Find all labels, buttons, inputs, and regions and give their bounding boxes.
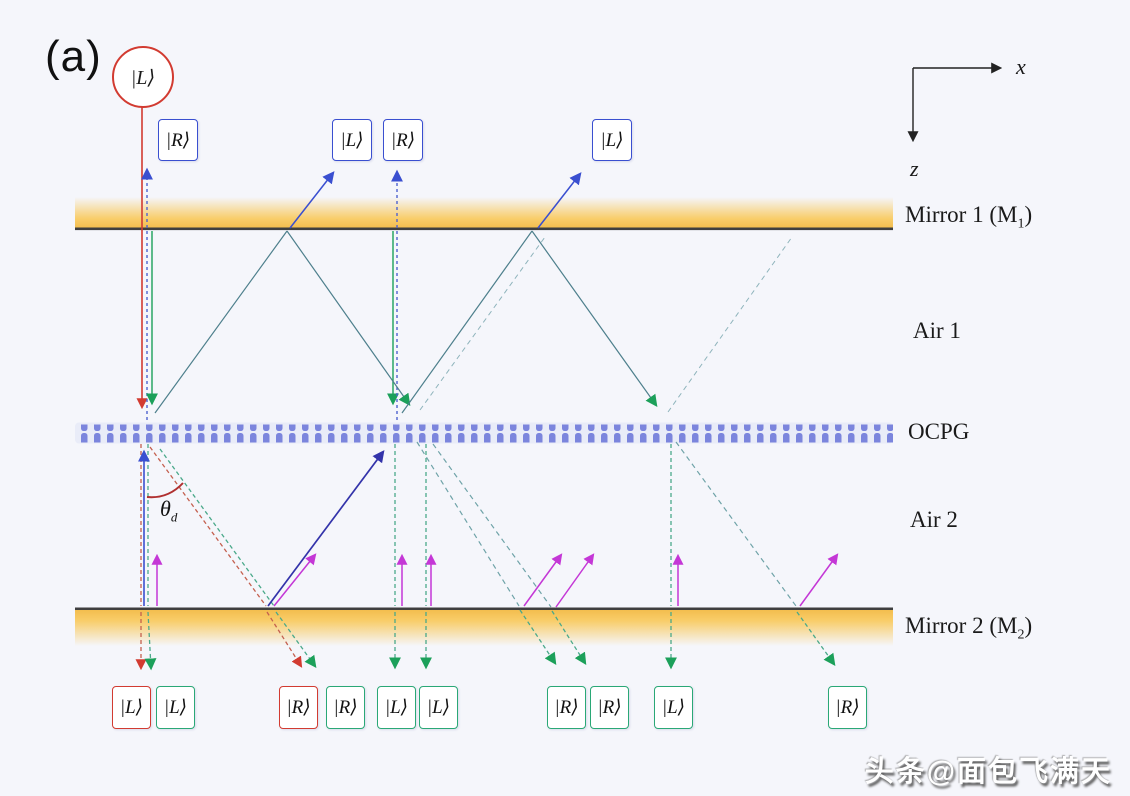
watermark-text: 头条@面包飞满天: [864, 756, 1112, 788]
magenta-up-diag-2: [523, 553, 563, 607]
ocpg-grating: [75, 422, 893, 444]
theta-subscript: d: [170, 509, 178, 525]
theta-angle-arc: [146, 482, 184, 499]
air2-beams: [138, 441, 839, 608]
bottom-state-box-8: |R⟩: [590, 686, 629, 729]
theta-red-dashed-diag: [149, 446, 267, 607]
mirror1-label-close: ): [1024, 202, 1033, 227]
diag-down-teal-1: [286, 230, 411, 406]
theta-green-dashed-diag: [159, 448, 275, 607]
air1-beams: [136, 106, 793, 420]
mirror1-label-text: Mirror 1 (M: [905, 202, 1018, 227]
bottom-state-box-2: |L⟩: [156, 686, 195, 729]
mirror2-label-sub: 2: [1017, 627, 1025, 643]
diag-up-teal-1: [154, 230, 288, 414]
exit-beam-to-L-box-2: [537, 172, 582, 229]
diag-faint-dashed-2: [667, 236, 793, 413]
out-green-diag-3: [551, 610, 587, 666]
out-green-vert-1: [144, 611, 157, 671]
magenta-up-diag-3: [555, 553, 595, 608]
ocpg-label: OCPG: [908, 419, 970, 444]
mirror2-label: Mirror 2 (M2): [905, 613, 1032, 644]
out-green-diag-4: [796, 611, 836, 666]
bottom-state-box-10: |R⟩: [828, 686, 867, 729]
air2-label: Air 2: [910, 507, 958, 532]
magenta-up-diag-1: [273, 553, 317, 607]
out-red-diag: [266, 611, 303, 668]
bottom-state-box-1: |L⟩: [112, 686, 151, 729]
down-teal-dashed-diag-1: [416, 441, 520, 607]
figure-panel-label: (a): [45, 32, 102, 81]
mirror2-band: [75, 607, 893, 646]
z-axis-label: z: [910, 156, 919, 181]
exit-beam-to-L-box-1: [289, 171, 335, 229]
mirror2-label-close: ): [1024, 613, 1033, 638]
bottom-state-box-6: |L⟩: [419, 686, 458, 729]
coordinate-axes: [907, 62, 1003, 143]
magenta-up-diag-4: [799, 553, 839, 607]
input-state-circle: |L⟩: [112, 46, 174, 108]
mirror1-band: [75, 197, 893, 231]
output-beams: [135, 609, 836, 671]
bottom-state-box-9: |L⟩: [654, 686, 693, 729]
top-state-box-R2: |R⟩: [383, 119, 423, 161]
bottom-state-box-4: |R⟩: [326, 686, 365, 729]
bottom-state-box-7: |R⟩: [547, 686, 586, 729]
bottom-state-box-5: |L⟩: [377, 686, 416, 729]
theta-symbol: θ: [160, 496, 171, 521]
down-teal-dashed-diag-2: [432, 443, 552, 608]
diag-faint-dashed-1: [419, 236, 546, 411]
down-teal-dashed-diag-3: [675, 441, 797, 607]
mirror2-label-text: Mirror 2 (M: [905, 613, 1018, 638]
mirror1-label-sub: 1: [1017, 216, 1025, 232]
top-state-box-L2: |L⟩: [592, 119, 632, 161]
theta-d-label: θd: [160, 496, 177, 525]
diag-up-teal-2: [401, 230, 533, 414]
x-axis-label: x: [1016, 54, 1026, 79]
navy-up-diag: [267, 450, 385, 607]
top-state-box-L1: |L⟩: [332, 119, 372, 161]
diag-down-teal-2: [531, 230, 658, 407]
mirror1-label: Mirror 1 (M1): [905, 202, 1032, 233]
air1-label: Air 1: [913, 318, 961, 343]
top-state-box-R1: |R⟩: [158, 119, 198, 161]
bottom-state-box-3: |R⟩: [279, 686, 318, 729]
out-green-diag-2: [519, 609, 557, 666]
